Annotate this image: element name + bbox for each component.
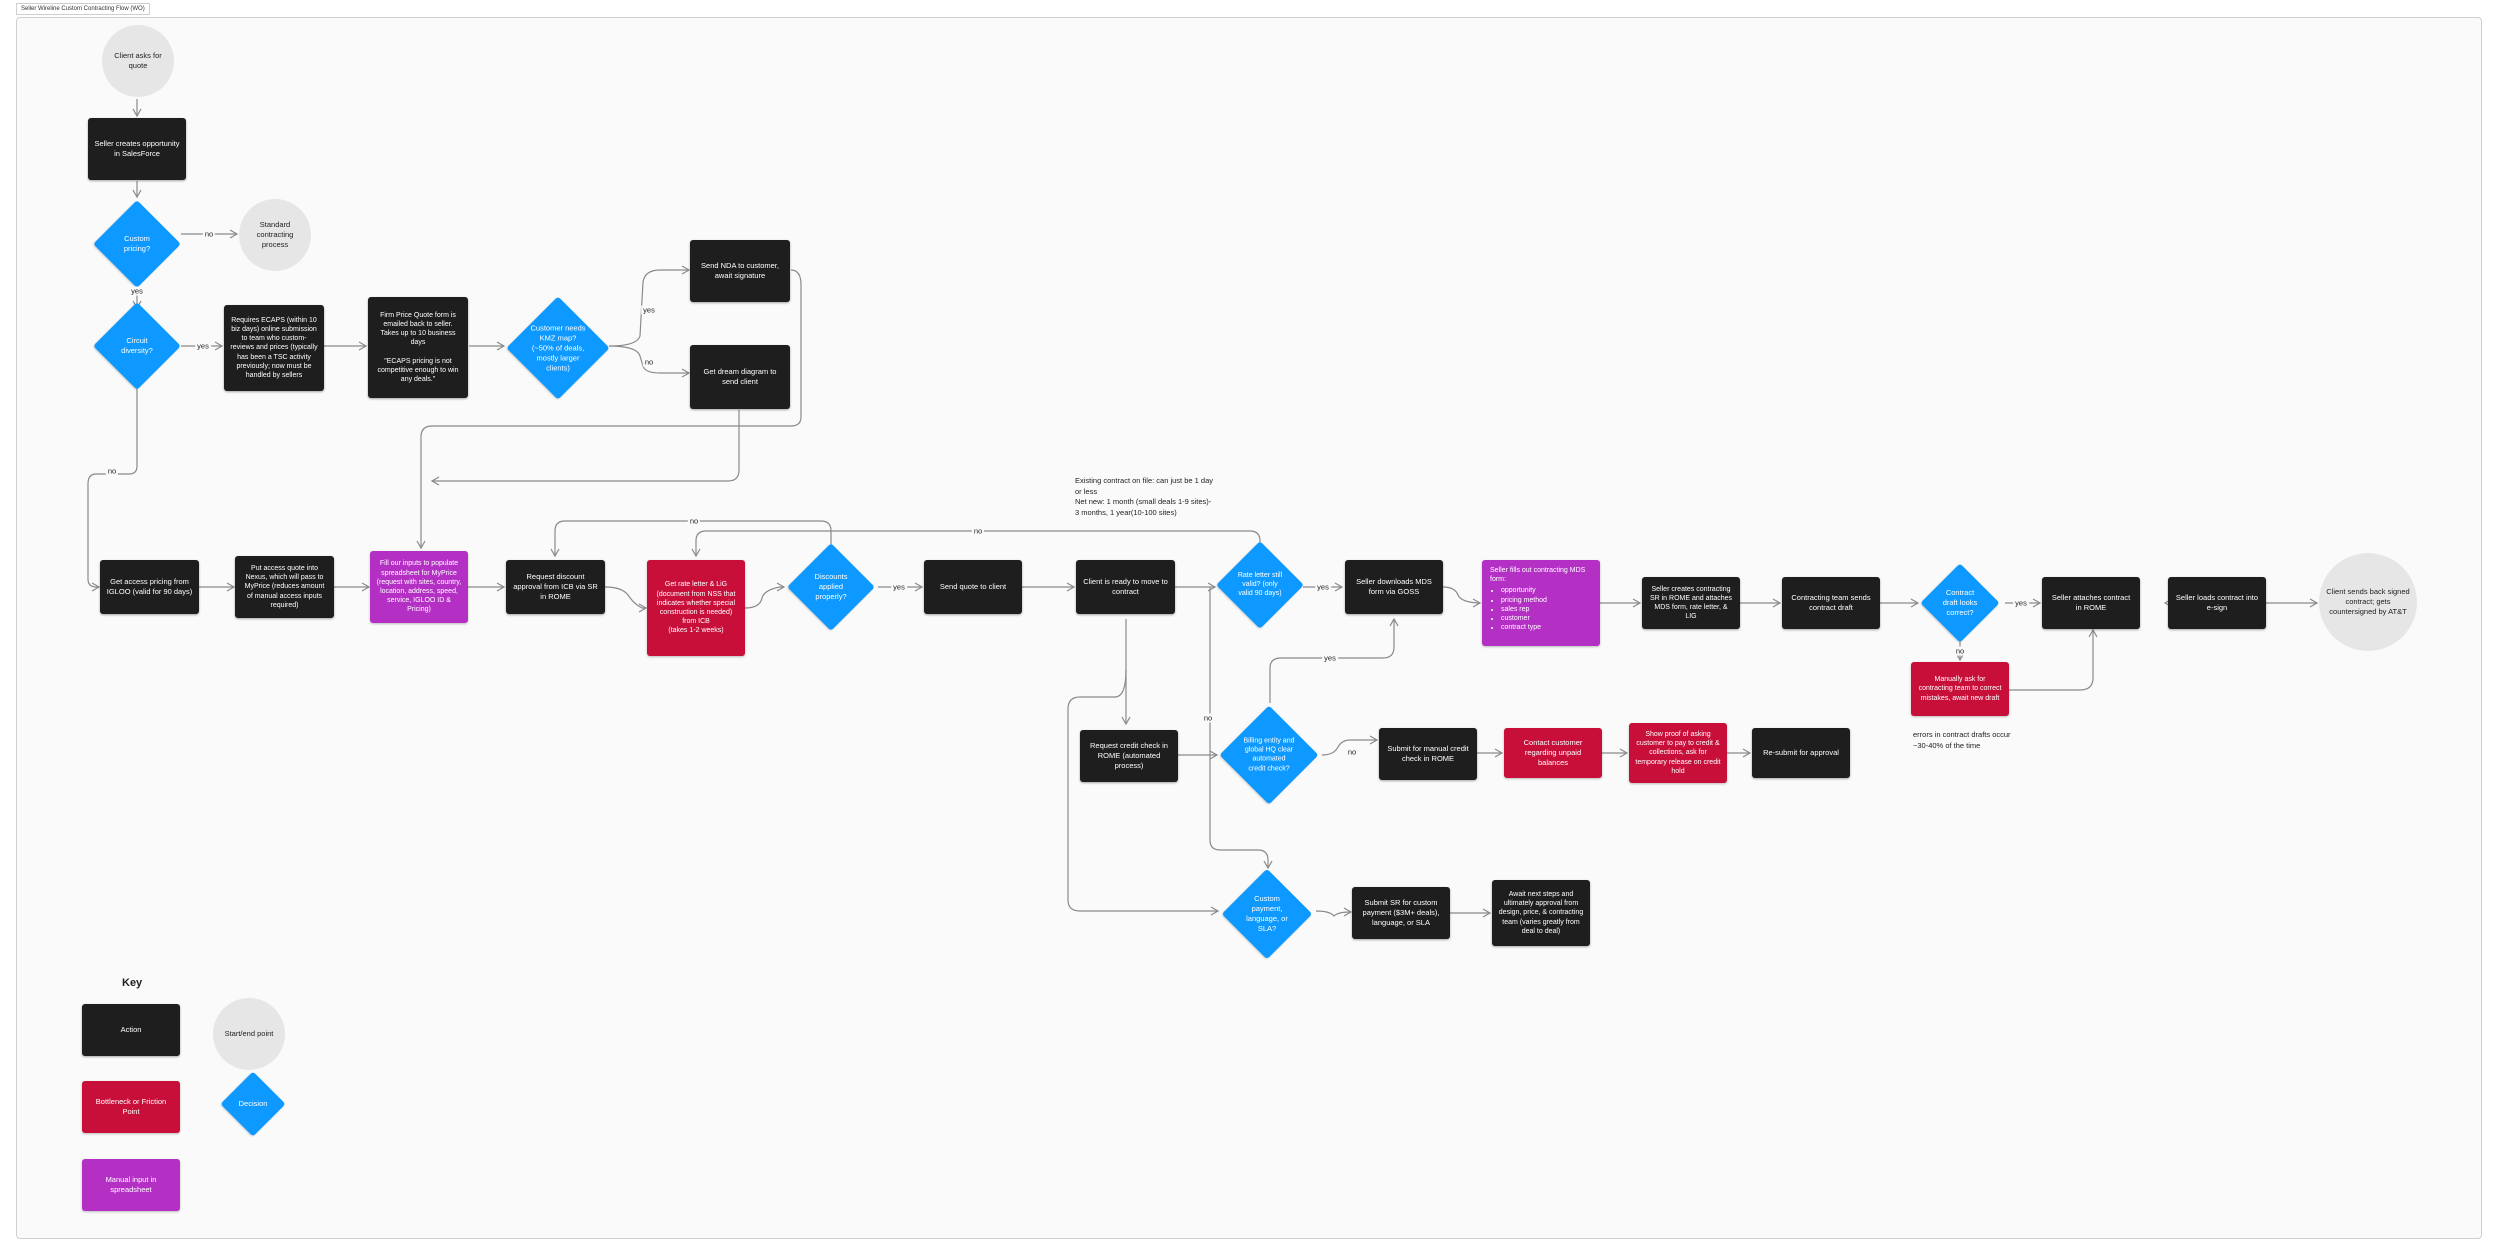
edge-label-no: no: [1201, 713, 1215, 723]
key-bottleneck: Bottleneck or Friction Point: [82, 1081, 180, 1133]
edge: [2009, 628, 2098, 691]
bottleneck-show-proof: Show proof of asking customer to pay to …: [1629, 723, 1727, 783]
bottleneck-contact-customer: Contact customer regarding unpaid balanc…: [1504, 728, 1602, 778]
decision-custom-pricing: Custom pricing?: [92, 199, 182, 289]
action-submit-manual-credit: Submit for manual credit check in ROME: [1379, 728, 1477, 780]
action-get-access-pricing: Get access pricing from IGLOO (valid for…: [100, 560, 199, 614]
note-existing-contract: Existing contract on file: can just be 1…: [1075, 476, 1213, 517]
action-requires-ecaps: Requires ECAPS (within 10 biz days) onli…: [224, 305, 324, 391]
edge: [1067, 669, 1220, 916]
decision-draft-correct: Contract draft looks correct?: [1920, 563, 2000, 643]
note-errors: errors in contract drafts occur ~30-40% …: [1913, 730, 2011, 750]
edge: [604, 586, 648, 613]
key-decision: Decision: [217, 1068, 289, 1140]
action-send-nda: Send NDA to customer, await signature: [690, 240, 790, 302]
mds-item-opportunity: opportunity: [1501, 586, 1592, 595]
edge-label-no: no: [1345, 747, 1359, 757]
edge: [87, 379, 138, 592]
mds-item-contract-type: contract type: [1501, 623, 1592, 632]
edge: [1442, 586, 1482, 608]
action-submit-sr-custom: Submit SR for custom payment ($3M+ deals…: [1352, 887, 1450, 939]
mds-item-sales-rep: sales rep: [1501, 605, 1592, 614]
key-start-end: Start/end point: [213, 998, 285, 1070]
decision-discounts-applied: Discounts applied properly?: [786, 542, 876, 632]
action-seller-creates-opportunity: Seller creates opportunity in SalesForce: [88, 118, 186, 180]
mds-item-pricing-method: pricing method: [1501, 596, 1592, 605]
frame-title: Seller Wireline Custom Contracting Flow …: [16, 3, 150, 15]
action-seller-loads: Seller loads contract into e-sign: [2168, 577, 2266, 629]
key-action: Action: [82, 1004, 180, 1056]
edge-label-no: no: [202, 229, 216, 239]
action-contracting-team-sends: Contracting team sends contract draft: [1782, 577, 1880, 629]
edge-label-no: no: [642, 357, 656, 367]
action-await-next-steps: Await next steps and ultimately approval…: [1492, 880, 1590, 946]
edge: [430, 410, 740, 486]
action-send-quote: Send quote to client: [924, 560, 1022, 614]
mds-item-customer: customer: [1501, 614, 1592, 623]
end-standard-process: Standard contracting process: [239, 199, 311, 271]
edge-label-no: no: [687, 516, 701, 526]
key-title: Key: [122, 977, 143, 989]
bottleneck-manually-ask: Manually ask for contracting team to cor…: [1911, 662, 2009, 716]
action-request-credit-check: Request credit check in ROME (automated …: [1080, 730, 1178, 782]
end-client-sends-back: Client sends back signed contract; gets …: [2319, 553, 2417, 651]
decision-needs-kmz: Customer needs KMZ map? (~50% of deals, …: [506, 296, 610, 400]
action-seller-attaches: Seller attaches contract in ROME: [2042, 577, 2140, 629]
manual-seller-fills-mds: Seller fills out contracting MDS form: o…: [1482, 560, 1600, 646]
edge-label-yes: yes: [2013, 598, 2029, 608]
edge-label-yes: yes: [1322, 653, 1338, 663]
edge: [1321, 735, 1379, 756]
edge-label-yes: yes: [641, 305, 657, 315]
edge: [1315, 907, 1353, 917]
action-seller-creates-sr: Seller creates contracting SR in ROME an…: [1642, 577, 1740, 629]
decision-custom-payment: Custom payment, language, or SLA?: [1221, 868, 1313, 960]
edge-label-no: no: [971, 526, 985, 536]
action-get-dream-diagram: Get dream diagram to send client: [690, 345, 790, 409]
mds-form-title: Seller fills out contracting MDS form:: [1490, 567, 1586, 584]
action-client-ready: Client is ready to move to contract: [1076, 560, 1175, 614]
edge-label-yes: yes: [891, 582, 907, 592]
key-manual: Manual input in spreadsheet: [82, 1159, 180, 1211]
action-resubmit: Re-submit for approval: [1752, 728, 1850, 778]
edge-label-yes: yes: [195, 341, 211, 351]
edge-label-no: no: [105, 466, 119, 476]
action-put-access-quote: Put access quote into Nexus, which will …: [235, 556, 334, 618]
edge: [608, 265, 691, 347]
edge-label-no: no: [1953, 646, 1967, 656]
edge-label-yes: yes: [1315, 582, 1331, 592]
manual-fill-inputs: Fill our inputs to populate spreadsheet …: [370, 551, 468, 623]
edge-label-yes: yes: [129, 286, 145, 296]
mds-form-list: opportunity pricing method sales rep cus…: [1490, 586, 1592, 632]
decision-billing-entity: Billing entity and global HQ clear autom…: [1219, 705, 1319, 805]
edge: [416, 269, 802, 550]
action-seller-downloads-mds: Seller downloads MDS form via GOSS: [1345, 560, 1443, 614]
decision-rate-letter-valid: Rate letter still valid? (only valid 90 …: [1216, 541, 1304, 629]
edge: [1209, 587, 1273, 870]
action-request-discount: Request discount approval from ICB via S…: [506, 560, 605, 614]
decision-circuit-diversity: Circuit diversity?: [92, 301, 182, 391]
action-firm-price-quote: Firm Price Quote form is emailed back to…: [368, 297, 468, 398]
bottleneck-get-rate-letter: Get rate letter & LiG (document from NSS…: [647, 560, 745, 656]
start-client-asks: Client asks for quote: [102, 25, 174, 97]
edge: [744, 582, 786, 609]
